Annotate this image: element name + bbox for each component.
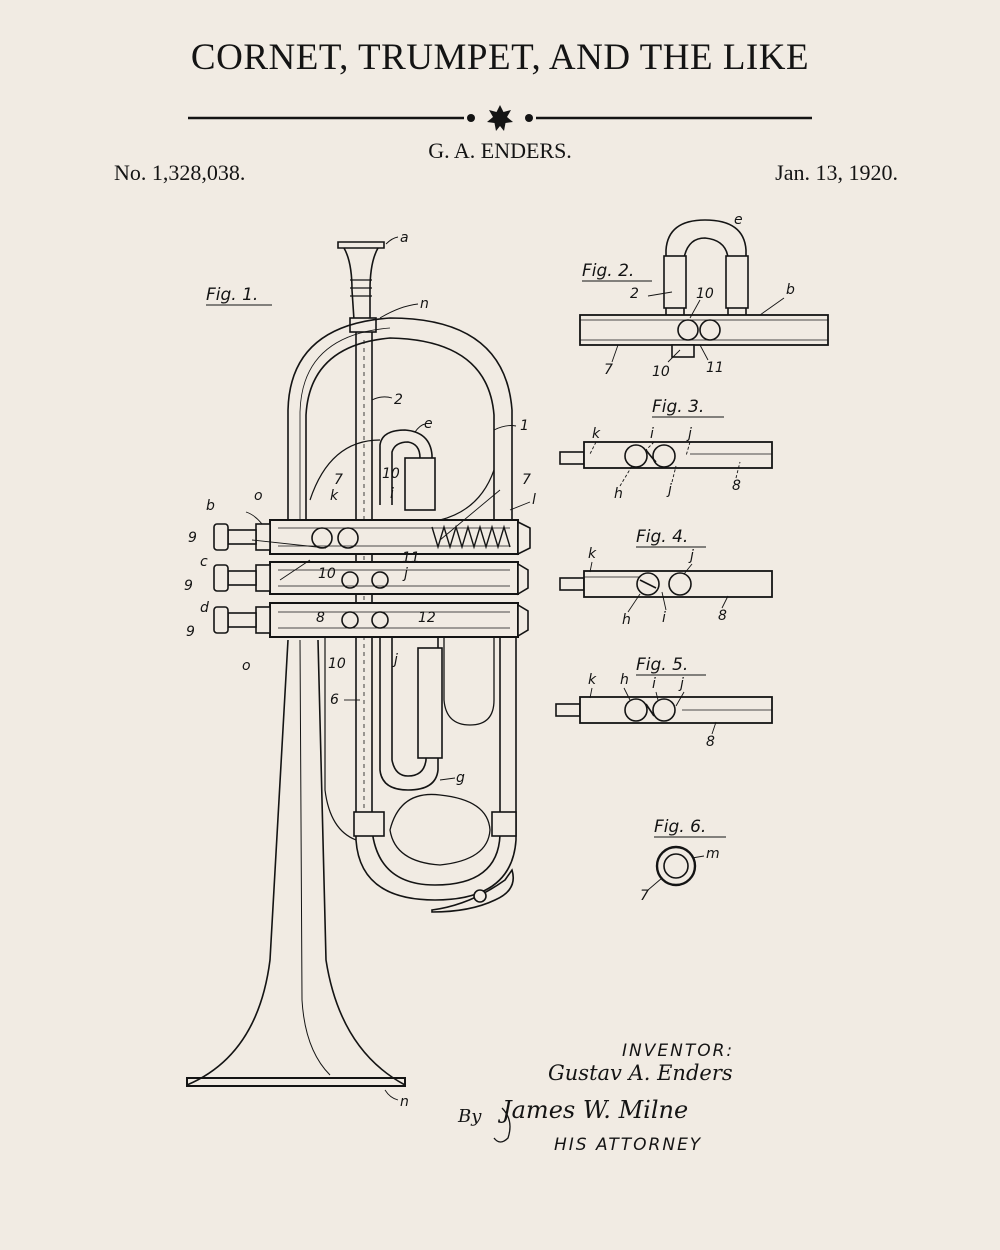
fig3-reference-labels: k i j h j 8 — [592, 426, 741, 502]
fig1-label: Fig. 1. — [206, 285, 258, 305]
ref-g: g — [456, 770, 465, 786]
ref-a: a — [400, 230, 409, 246]
fig2-reference-labels: e 2 10 b 7 10 11 — [604, 212, 795, 380]
patent-date: Jan. 13, 1920. — [775, 160, 898, 185]
ref-10: 10 — [652, 364, 670, 380]
fig5-reference-labels: k h i j 8 — [588, 672, 715, 750]
ref-7: 7 — [522, 472, 531, 488]
ref-b: b — [206, 498, 215, 514]
ref-h: h — [622, 612, 631, 628]
fig3-label: Fig. 3. — [652, 397, 704, 417]
inventor-signature: Gustav A. Enders — [548, 1061, 733, 1085]
ref-b: b — [786, 282, 795, 298]
ref-7: 7 — [334, 472, 343, 488]
ref-d: d — [200, 600, 209, 616]
valve-casings — [213, 519, 531, 638]
ref-k: k — [588, 546, 597, 562]
inventor-label: INVENTOR: — [622, 1041, 734, 1061]
by-label: By — [457, 1106, 482, 1127]
signature-block: INVENTOR: Gustav A. Enders By James W. M… — [457, 1041, 734, 1155]
ref-h: h — [620, 672, 629, 688]
ref-11: 11 — [706, 360, 724, 376]
ref-9: 9 — [186, 624, 195, 640]
ref-o: o — [242, 658, 251, 674]
ref-j: j — [392, 652, 398, 668]
ref-10: 10 — [328, 656, 346, 672]
fig3-drawing — [559, 441, 773, 469]
ref-m: m — [706, 846, 720, 862]
fig1-leader-lines — [245, 236, 531, 1101]
ref-12: 12 — [418, 610, 436, 626]
ref-e: e — [734, 212, 743, 228]
ref-j: j — [678, 676, 684, 692]
ref-1: 1 — [520, 418, 529, 434]
ref-7: 7 — [640, 888, 649, 904]
ref-e: e — [424, 416, 433, 432]
header-divider — [188, 105, 812, 131]
ref-10: 10 — [382, 466, 400, 482]
ref-l: l — [532, 492, 536, 508]
fig1-reference-labels: a n 2 1 e 7 10 k i 7 l b o 9 c 9 d 9 o 1… — [184, 230, 536, 1110]
ref-n: n — [420, 296, 429, 312]
ref-8: 8 — [732, 478, 741, 494]
fig4-label: Fig. 4. — [636, 527, 688, 547]
ref-8: 8 — [718, 608, 727, 624]
fig2-leader-lines — [611, 291, 785, 363]
fig6-reference-labels: m 7 — [640, 846, 720, 904]
ref-7: 7 — [604, 362, 613, 378]
ref-i: i — [650, 426, 654, 442]
ref-n: n — [400, 1094, 409, 1110]
patent-number: No. 1,328,038. — [114, 160, 246, 185]
fig1-cornet-drawing — [186, 241, 531, 1087]
fig2-label: Fig. 2. — [582, 261, 634, 281]
fig6-ring-drawing — [655, 845, 697, 887]
ref-8: 8 — [316, 610, 325, 626]
ref-6: 6 — [330, 692, 339, 708]
fig3-leader-lines — [589, 441, 741, 487]
fig4-leader-lines — [589, 561, 729, 613]
signature-flourish — [493, 1107, 511, 1143]
fig5-drawing — [555, 696, 773, 724]
ref-c: c — [200, 554, 208, 570]
ref-10: 10 — [696, 286, 714, 302]
ref-j: j — [402, 566, 408, 582]
ref-2: 2 — [394, 392, 403, 408]
fig2-drawing — [579, 219, 829, 358]
ref-o: o — [254, 488, 263, 504]
ref-j: j — [666, 482, 672, 498]
ref-11: 11 — [402, 550, 420, 566]
ref-10: 10 — [318, 566, 336, 582]
fig6-label: Fig. 6. — [654, 817, 706, 837]
ref-9: 9 — [188, 530, 197, 546]
fig4-drawing — [559, 570, 773, 598]
ref-h: h — [614, 486, 623, 502]
inventor-name: G. A. ENDERS. — [428, 138, 572, 163]
fig4-reference-labels: k j h i 8 — [588, 546, 727, 628]
star-ornament-icon — [487, 105, 513, 131]
patent-title: CORNET, TRUMPET, AND THE LIKE — [190, 37, 810, 78]
ref-i: i — [662, 610, 666, 626]
fig5-label: Fig. 5. — [636, 655, 688, 675]
ref-k: k — [330, 488, 339, 504]
ref-k: k — [592, 426, 601, 442]
ref-j: j — [686, 426, 692, 442]
attorney-label: HIS ATTORNEY — [554, 1135, 702, 1155]
ref-8: 8 — [706, 734, 715, 750]
ref-j: j — [688, 548, 694, 564]
ref-2: 2 — [630, 286, 639, 302]
ref-k: k — [588, 672, 597, 688]
fig5-leader-lines — [589, 687, 717, 735]
ref-i: i — [390, 486, 394, 502]
ref-9: 9 — [184, 578, 193, 594]
attorney-signature: James W. Milne — [497, 1096, 688, 1124]
fig6-leader-lines — [647, 855, 705, 891]
ref-i: i — [652, 676, 656, 692]
